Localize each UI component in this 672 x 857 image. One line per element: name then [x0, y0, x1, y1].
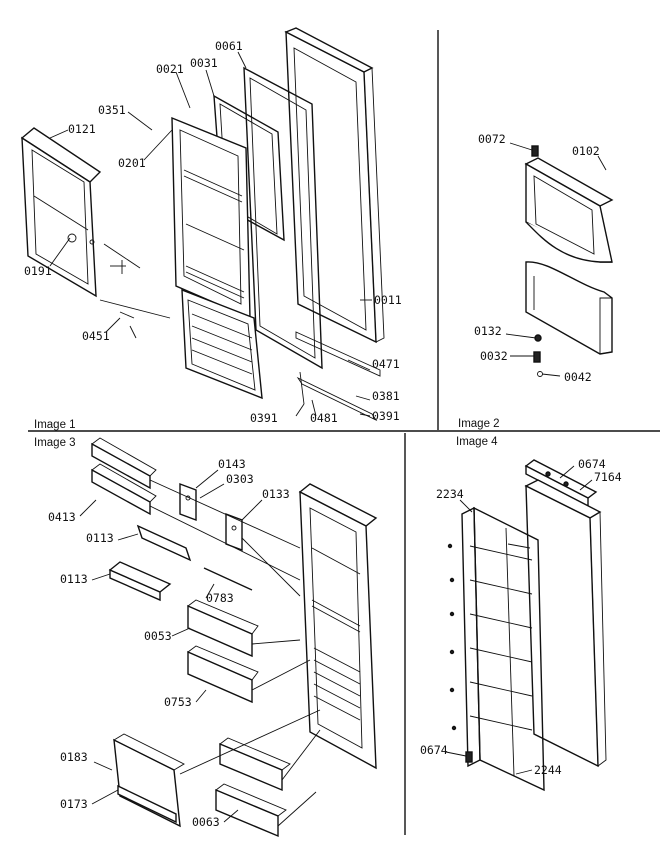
label-0391-right: 0391 [372, 409, 400, 423]
cover-0183 [113, 733, 185, 828]
label-0072: 0072 [478, 132, 506, 146]
lower-panel [181, 288, 263, 400]
screw-0042 [537, 371, 543, 377]
label-0783: 0783 [206, 591, 234, 605]
label-0201: 0201 [118, 156, 146, 170]
rod-0783 [203, 567, 253, 591]
label-0381: 0381 [372, 389, 400, 403]
hinge-part-0072 [531, 145, 539, 157]
image-4-assembly: 0674 7164 2234 0674 2244 [420, 457, 622, 792]
inner-liner-0021 [171, 116, 251, 320]
caption-image-2: Image 2 [458, 418, 500, 430]
door-image-3 [298, 483, 378, 770]
label-0191: 0191 [24, 264, 52, 278]
label-0173: 0173 [60, 797, 88, 811]
hinge-bracket-0674-top [524, 459, 598, 508]
label-0674-bottom: 0674 [420, 743, 448, 757]
label-0121: 0121 [68, 122, 96, 136]
label-0471: 0471 [372, 357, 400, 371]
door-image-4 [524, 479, 607, 768]
image-1-assembly: 0061 0021 0031 0351 0201 0121 0191 0451 … [20, 27, 402, 425]
panel-0102 [524, 157, 614, 355]
gasket-0061 [243, 66, 323, 370]
leader-lines-image-4 [445, 465, 593, 775]
hinge-part-0032 [533, 351, 541, 363]
hinge-brackets [99, 243, 171, 339]
label-0061: 0061 [215, 39, 243, 53]
label-0063: 0063 [192, 815, 220, 829]
label-0753: 0753 [164, 695, 192, 709]
bin-0753 [187, 645, 259, 704]
label-0351: 0351 [98, 103, 126, 117]
label-0143: 0143 [218, 457, 246, 471]
label-2244: 2244 [534, 763, 562, 777]
label-0133: 0133 [262, 487, 290, 501]
shelf-0113-lower [108, 561, 172, 602]
label-0132: 0132 [474, 324, 502, 338]
bottom-strips [295, 331, 381, 422]
label-7164: 7164 [594, 470, 622, 484]
bin-0063-lower [215, 783, 287, 838]
leader-lines-image-2 [505, 142, 607, 377]
label-0053: 0053 [144, 629, 172, 643]
hinge-bar-0413 [91, 437, 157, 516]
label-0032: 0032 [480, 349, 508, 363]
frame-rungs [447, 543, 533, 731]
label-0102: 0102 [572, 144, 600, 158]
leader-lines-image-1 [49, 51, 372, 417]
label-0481: 0481 [310, 411, 338, 425]
image-3-assembly: 0143 0303 0133 0413 0113 0113 0783 0053 … [48, 437, 378, 838]
image-2-assembly: 0072 0102 0132 0032 0042 [474, 132, 614, 384]
label-0674-top: 0674 [578, 457, 606, 471]
panel-dividers [28, 30, 660, 835]
label-0183: 0183 [60, 750, 88, 764]
shelf-0113-upper [136, 524, 192, 562]
label-0113-upper: 0113 [86, 531, 114, 545]
label-0031: 0031 [190, 56, 218, 70]
bracket-0143 [179, 482, 243, 552]
label-0011: 0011 [374, 293, 402, 307]
caption-image-4: Image 4 [456, 436, 498, 448]
door-panel-0011 [284, 27, 385, 344]
label-2234: 2234 [436, 487, 464, 501]
caption-image-3: Image 3 [34, 437, 76, 449]
label-0451: 0451 [82, 329, 110, 343]
label-0021: 0021 [156, 62, 184, 76]
hinge-0674-bottom [465, 751, 473, 763]
leader-lines-image-3 [79, 469, 321, 827]
label-0413: 0413 [48, 510, 76, 524]
label-0113-lower: 0113 [60, 572, 88, 586]
bin-0063-upper [219, 737, 291, 792]
bin-0053 [187, 599, 259, 658]
label-0391-left: 0391 [250, 411, 278, 425]
label-0303: 0303 [226, 472, 254, 486]
label-0042: 0042 [564, 370, 592, 384]
caption-image-1: Image 1 [34, 419, 76, 431]
dispenser-cover-0121 [20, 127, 102, 298]
